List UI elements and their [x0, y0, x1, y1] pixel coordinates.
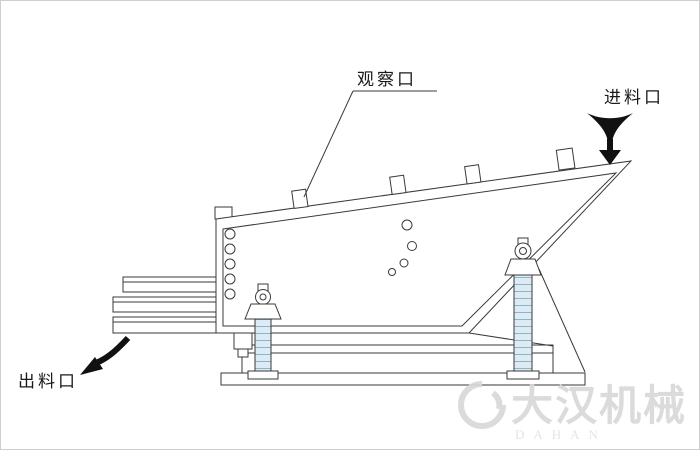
watermark: 大汉机械 DAHAN: [458, 381, 687, 442]
mounting-lug: [555, 147, 576, 171]
deck-plate: [112, 316, 217, 334]
bolt-hole: [224, 273, 236, 285]
bolt-hole: [224, 258, 236, 270]
mounting-lug: [291, 188, 309, 210]
watermark-logo: [458, 381, 506, 429]
screen-body: [214, 160, 633, 358]
screen-hole: [401, 219, 413, 231]
watermark-text: 大汉机械: [511, 383, 687, 430]
mounting-lug: [389, 174, 407, 196]
spring-support-left: [244, 283, 282, 380]
screen-hole: [407, 241, 417, 251]
mount-trapezoid: [504, 258, 542, 276]
spring-foot: [506, 370, 540, 380]
top-lugs: [291, 147, 576, 210]
base-plate: [220, 372, 586, 386]
bolt-hole: [224, 243, 236, 255]
body-inner-wall: [222, 172, 618, 327]
observation-callout: 观察口: [303, 70, 437, 198]
left-bracket: [233, 332, 253, 350]
mount-trapezoid: [244, 303, 282, 320]
spring-foot: [247, 370, 279, 380]
discharge-arrow: [80, 335, 131, 375]
body-outline: [215, 160, 633, 334]
mid-beam: [237, 344, 554, 354]
discharge-decks: [112, 276, 217, 334]
bolt-hole: [224, 288, 236, 300]
mounting-lug: [464, 164, 482, 185]
callout-leader-line: [303, 90, 354, 198]
right-diagonal-brace: [538, 268, 586, 373]
deck-plate: [112, 296, 217, 313]
discharge-outlet-label: 出料口: [18, 372, 78, 391]
bolt-holes-left: [224, 228, 236, 300]
feed-inlet-callout: 进料口: [587, 88, 664, 165]
base-frame: [220, 268, 586, 386]
discharge-callout: 出料口: [18, 335, 131, 391]
feed-arrow: [587, 113, 633, 165]
spring: [254, 318, 272, 372]
watermark-subtext: DAHAN: [515, 427, 607, 442]
deck-plate: [122, 276, 217, 293]
observation-port-label: 观察口: [357, 70, 417, 89]
screen-hole: [388, 268, 396, 276]
feed-inlet-label: 进料口: [604, 88, 664, 107]
screen-hole: [399, 258, 409, 268]
screen-holes-middle: [388, 219, 417, 276]
spring: [513, 274, 533, 372]
spring-support-right: [504, 237, 542, 380]
bolt-hole: [224, 228, 236, 240]
